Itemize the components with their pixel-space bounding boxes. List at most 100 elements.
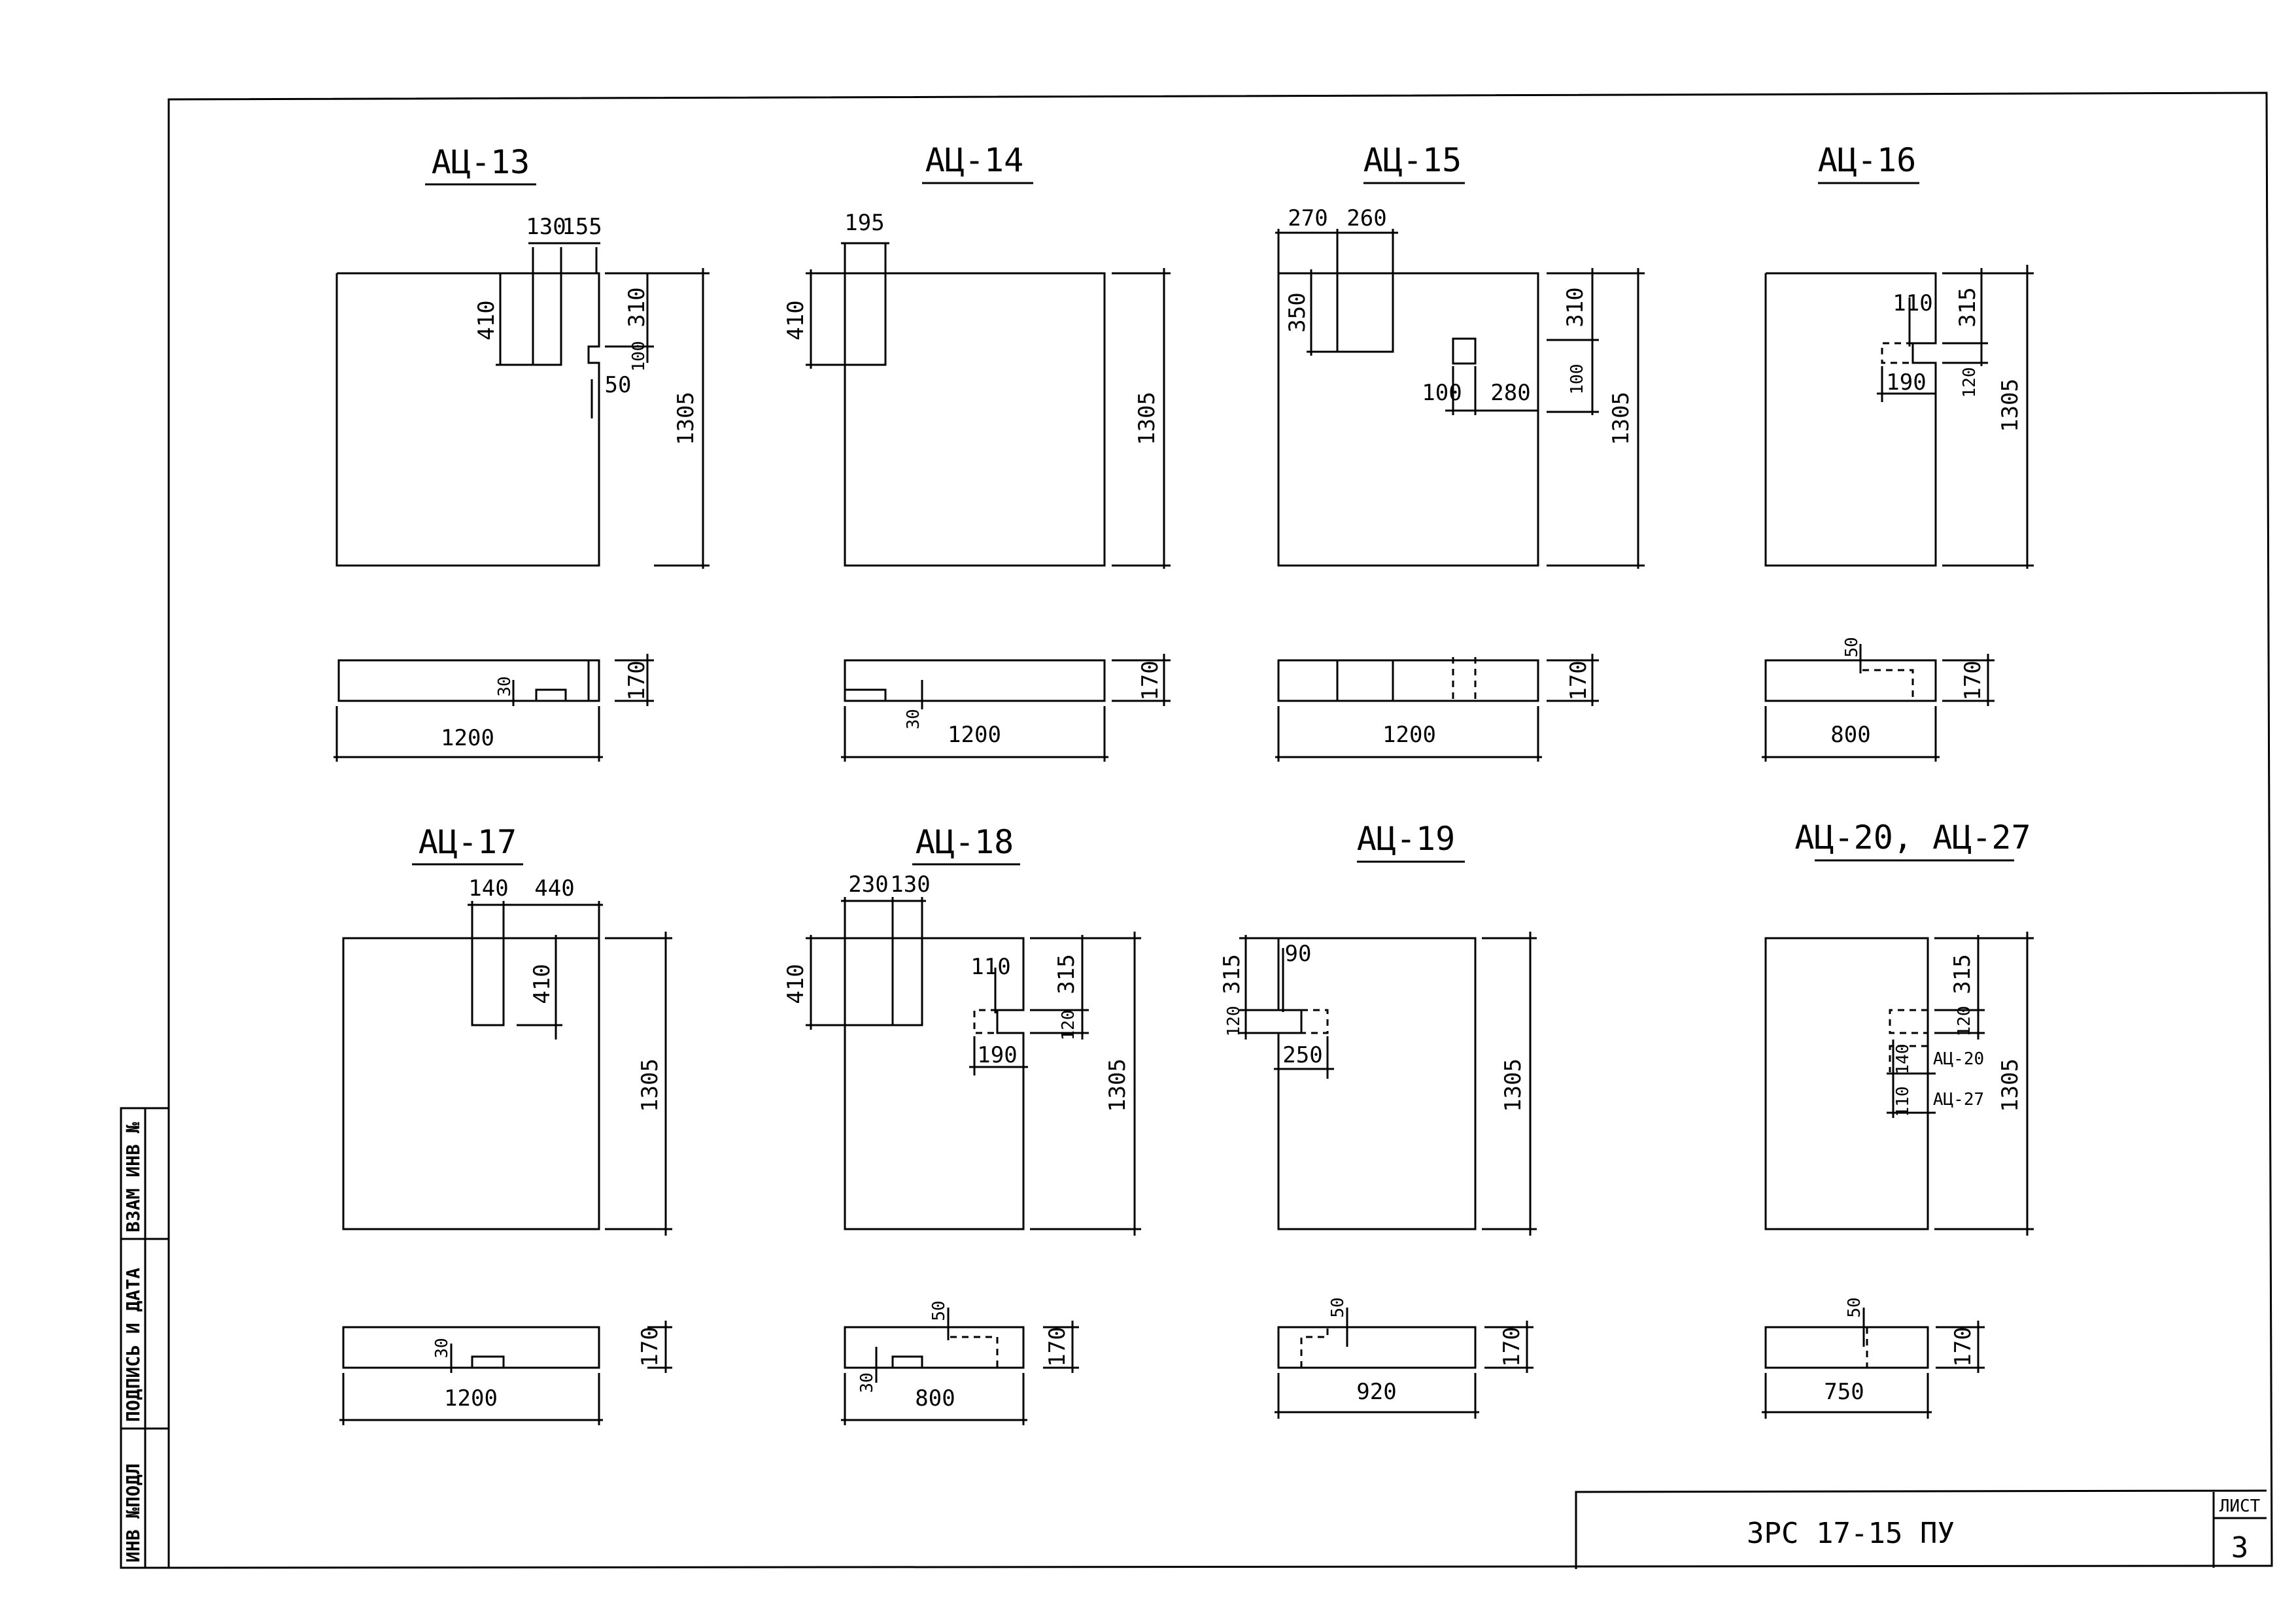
dim-label: 750 xyxy=(1824,1379,1864,1405)
dim-label: 315 xyxy=(1054,954,1080,994)
dim-label: 130 xyxy=(890,871,930,898)
dim-label: 190 xyxy=(1886,369,1926,396)
dim-label: 280 xyxy=(1490,380,1530,406)
panel-outline xyxy=(1764,937,1929,1230)
panel-outline xyxy=(335,272,600,567)
dim-label: 50 xyxy=(929,1300,949,1321)
dim-label: 230 xyxy=(848,871,888,898)
dim-label: 50 xyxy=(1328,1297,1348,1317)
dim-label: 1200 xyxy=(441,725,494,751)
dim-label: 260 xyxy=(1346,205,1386,231)
dim-label: 30 xyxy=(432,1338,452,1358)
panel-plan xyxy=(844,1326,1025,1369)
panel-ac20-ac27: АЦ-20, АЦ-27 315 120 140 110 АЦ-20 АЦ-27… xyxy=(1762,819,2034,1419)
panel-title: АЦ-16 xyxy=(1818,141,1917,179)
dim-label: 50 xyxy=(605,372,632,398)
dim-label: 90 xyxy=(1285,941,1312,967)
sheet-number: 3 xyxy=(2231,1531,2249,1565)
stamp-sign-date: ПОДПИСЬ И ДАТА xyxy=(122,1268,144,1422)
dim-label: 50 xyxy=(1845,1297,1864,1317)
panel-plan xyxy=(1277,1326,1477,1369)
dim-label: 310 xyxy=(624,287,650,327)
dim-label: 120 xyxy=(1955,1006,1974,1037)
panel-title: АЦ-17 xyxy=(419,823,517,861)
dim-label: 100 xyxy=(1422,380,1462,406)
dim-label: 1305 xyxy=(1997,379,2023,432)
panel-plan xyxy=(1764,1326,1929,1369)
stamp-vzam-inv: ВЗАМ ИНВ № xyxy=(122,1122,144,1232)
dim-label: 30 xyxy=(904,709,923,729)
dim-label: 1305 xyxy=(1500,1058,1526,1112)
dim-label: 155 xyxy=(562,214,602,240)
dim-label: 110 xyxy=(1893,290,1932,316)
variant-note: АЦ-27 xyxy=(1933,1090,1984,1109)
panel-ac15: АЦ-15 270 260 350 310 100 100 280 1305 1… xyxy=(1275,141,1645,762)
dim-label: 110 xyxy=(970,954,1010,980)
dim-label: 120 xyxy=(1224,1006,1244,1037)
dim-label: 120 xyxy=(1059,1010,1078,1041)
dim-label: 140 xyxy=(1893,1044,1913,1075)
dim-label: 800 xyxy=(1830,722,1870,748)
dim-label: 1305 xyxy=(1997,1058,2023,1112)
dim-label: 310 xyxy=(1562,287,1588,327)
dim-label: 50 xyxy=(1842,637,1862,657)
panel-title: АЦ-14 xyxy=(925,141,1024,179)
panel-title: АЦ-13 xyxy=(432,143,530,181)
panel-outline xyxy=(844,272,1106,567)
dim-label: 315 xyxy=(1955,287,1981,327)
dim-label: 195 xyxy=(844,210,884,236)
stamp-strip: ВЗАМ ИНВ № ПОДПИСЬ И ДАТА ИНВ №ПОДЛ xyxy=(120,1107,170,1569)
panel-ac17: АЦ-17 140 440 410 1305 30 170 1200 xyxy=(339,823,672,1425)
dim-label: 100 xyxy=(629,341,649,372)
title-block: 3PC 17-15 ПУ ЛИСТ 3 xyxy=(1575,1489,2267,1569)
dim-label: 120 xyxy=(1960,367,1979,398)
dim-label: 1200 xyxy=(948,722,1001,748)
drawing-code: 3PC 17-15 ПУ xyxy=(1747,1517,1955,1550)
panel-plan xyxy=(1277,659,1539,702)
dim-label: 410 xyxy=(783,964,809,1004)
panel-outline xyxy=(1764,272,1937,567)
sheet-frame xyxy=(167,92,2273,1569)
dim-label: 170 xyxy=(1950,1327,1976,1366)
panel-plan xyxy=(337,659,600,702)
dim-label: 170 xyxy=(637,1327,663,1366)
dim-label: 130 xyxy=(526,214,566,240)
stamp-inv-orig: ИНВ №ПОДЛ xyxy=(122,1463,144,1563)
dim-label: 170 xyxy=(624,660,650,700)
panel-ac18: АЦ-18 230 130 410 110 315 120 190 1305 5… xyxy=(783,823,1141,1425)
dim-label: 170 xyxy=(1044,1327,1071,1366)
panel-ac16: АЦ-16 110 315 120 190 1305 50 170 800 xyxy=(1762,141,2034,762)
dim-label: 410 xyxy=(473,300,500,340)
dim-label: 1200 xyxy=(444,1385,498,1412)
panel-title: АЦ-20, АЦ-27 xyxy=(1794,819,2030,856)
dim-label: 1305 xyxy=(673,392,699,445)
panel-ac14: АЦ-14 195 410 1305 30 170 1200 xyxy=(783,141,1171,762)
panel-plan xyxy=(844,659,1106,702)
dim-label: 270 xyxy=(1288,205,1328,231)
dim-label: 100 xyxy=(1568,364,1587,395)
dim-label: 250 xyxy=(1282,1042,1322,1068)
dim-label: 1305 xyxy=(1134,392,1160,445)
dim-label: 350 xyxy=(1284,292,1311,332)
dim-label: 30 xyxy=(495,676,515,696)
panel-ac19: АЦ-19 315 120 90 250 1305 50 170 920 xyxy=(1219,820,1537,1419)
dim-label: 1305 xyxy=(637,1058,663,1112)
panel-outline xyxy=(1277,937,1477,1230)
dim-label: 140 xyxy=(468,875,508,902)
dim-label: 410 xyxy=(529,964,555,1004)
panel-outline xyxy=(1277,272,1539,567)
dim-label: 1200 xyxy=(1382,722,1436,748)
dim-label: 170 xyxy=(1566,660,1592,700)
panel-outline xyxy=(844,937,1025,1230)
sheet-label: ЛИСТ xyxy=(2219,1497,2261,1516)
panel-ac13: АЦ-13 130 155 410 310 100 50 1305 30 170… xyxy=(334,143,710,762)
dim-label: 315 xyxy=(1219,954,1245,994)
dim-label: 190 xyxy=(977,1042,1017,1068)
dim-label: 1305 xyxy=(1105,1058,1131,1112)
panel-title: АЦ-15 xyxy=(1363,141,1462,179)
dim-label: 920 xyxy=(1356,1379,1396,1405)
dim-label: 410 xyxy=(783,300,809,340)
dim-label: 170 xyxy=(1960,660,1986,700)
